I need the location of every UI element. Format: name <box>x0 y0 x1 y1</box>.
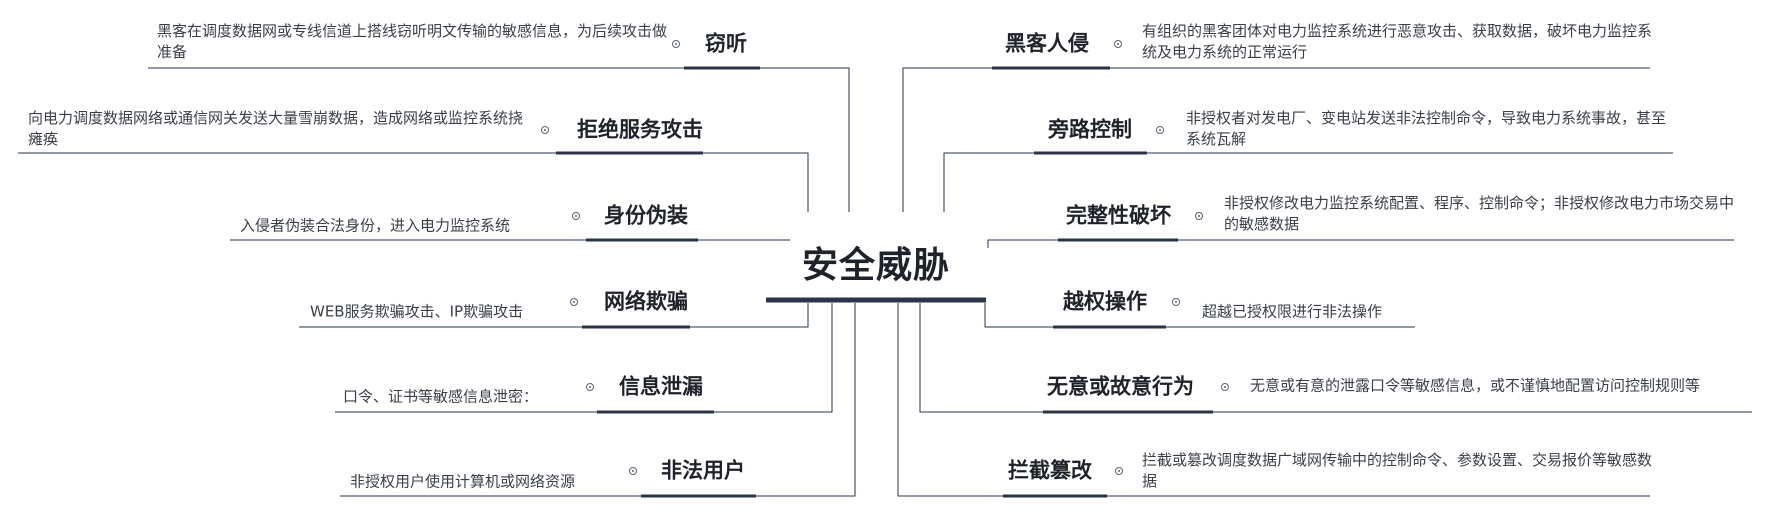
bullet-icon <box>572 212 580 220</box>
branch-description: 黑客在调度数据网或专线信道上搭线窃听明文传输的敏感信息，为后续攻击做准备 <box>157 22 668 61</box>
branch-label: 旁路控制 <box>1048 117 1132 142</box>
branch-label: 越权操作 <box>1063 289 1147 314</box>
branch-description: 口令、证书等敏感信息泄密： <box>343 387 539 406</box>
branch-description: 非授权者对发电厂、变电站发送非法控制命令，导致电力系统事故，甚至系统瓦解 <box>1186 109 1667 148</box>
bullet-icon <box>1156 126 1164 134</box>
bullet-icon <box>629 467 637 475</box>
branch-description: 向电力调度数据网络或通信网关发送大量雪崩数据，造成网络或监控系统挠瘫痪 <box>28 109 524 148</box>
branch-description: 拦截或篡改调度数据广域网传输中的控制命令、参数设置、交易报价等敏感数据 <box>1142 451 1653 490</box>
bullet-icon <box>586 383 594 391</box>
bullet-icon <box>541 126 549 134</box>
bullet-icon <box>1115 467 1123 475</box>
branch-label: 网络欺骗 <box>604 289 688 314</box>
branch-description: WEB服务欺骗攻击、IP欺骗攻击 <box>310 302 524 321</box>
bullet-icon <box>570 298 578 306</box>
branch-label: 窃听 <box>705 31 747 56</box>
bullet-icon <box>1221 383 1229 391</box>
branch-label: 身份伪装 <box>604 203 688 228</box>
branch-label: 拒绝服务攻击 <box>577 117 703 142</box>
bullet-icon <box>1172 298 1180 306</box>
branch-label: 信息泄漏 <box>619 374 703 399</box>
bullet-icon <box>672 40 680 48</box>
bullet-icon <box>1195 212 1203 220</box>
branch-description: 非授权用户使用计算机或网络资源 <box>350 472 576 491</box>
branch-label: 非法用户 <box>661 458 745 483</box>
branch-description: 有组织的黑客团体对电力监控系统进行恶意攻击、获取数据，破坏电力监控系统及电力系统… <box>1142 22 1653 61</box>
branch-label: 黑客人侵 <box>1005 31 1089 56</box>
center-title: 安全威胁 <box>801 245 951 286</box>
branch-description: 入侵者伪装合法身份，进入电力监控系统 <box>240 216 511 235</box>
branch-description: 超越已授权限进行非法操作 <box>1202 302 1383 321</box>
branch-label: 拦截篡改 <box>1008 458 1092 483</box>
branch-description: 无意或有意的泄露口令等敏感信息，或不谨慎地配置访问控制规则等 <box>1250 376 1701 395</box>
branch-label: 完整性破坏 <box>1066 203 1171 228</box>
branch-label: 无意或故意行为 <box>1047 374 1194 399</box>
bullet-icon <box>1114 40 1122 48</box>
branch-description: 非授权修改电力监控系统配置、程序、控制命令；非授权修改电力市场交易中的敏感数据 <box>1224 194 1735 233</box>
